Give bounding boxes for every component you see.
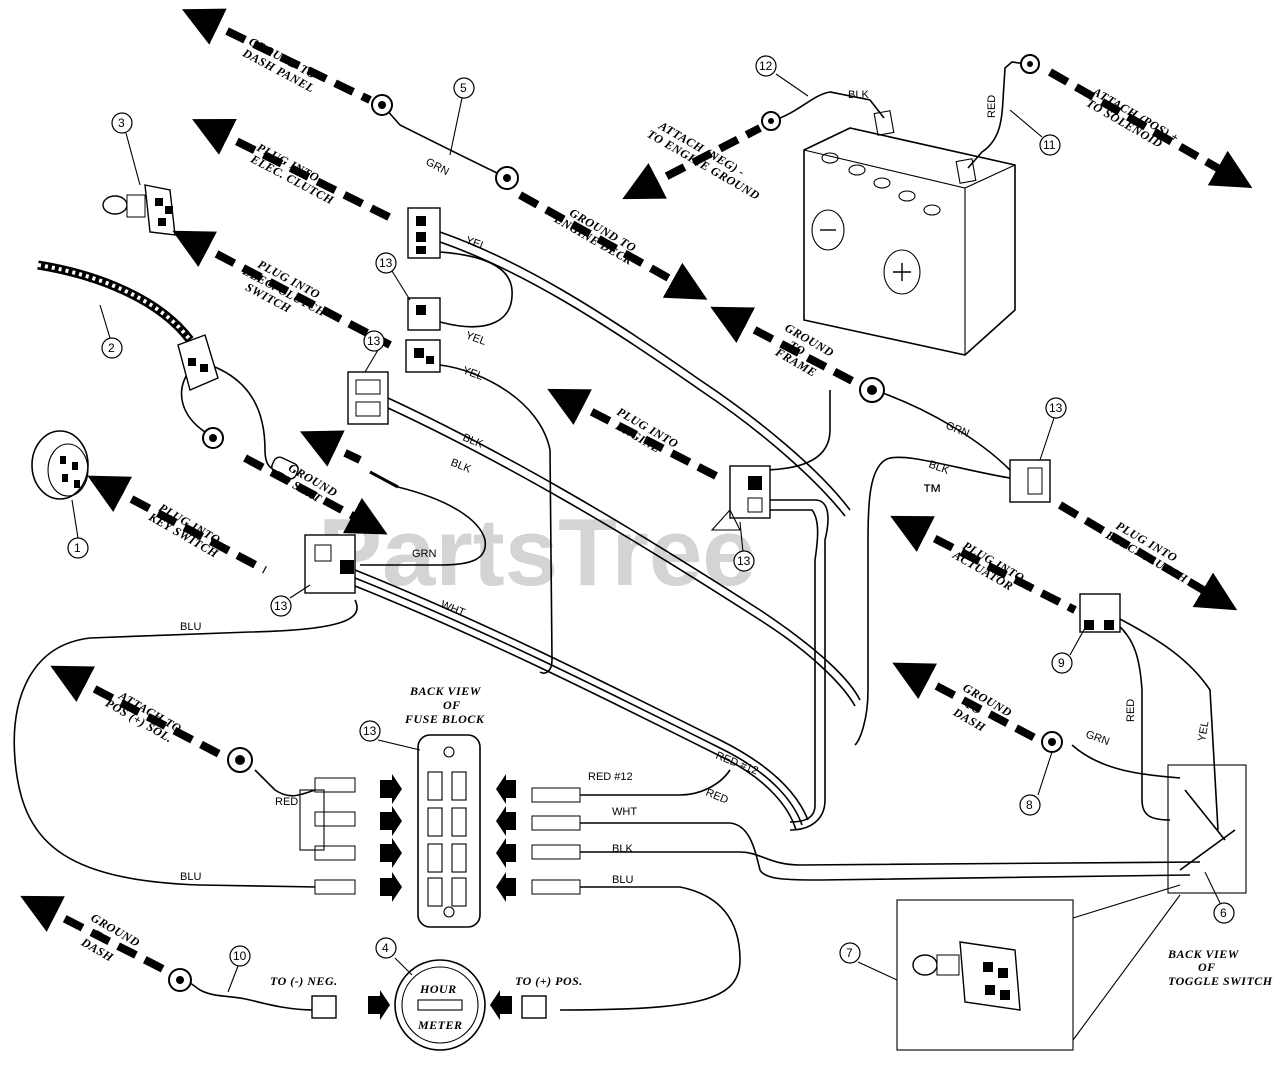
callout-label: 7 — [846, 946, 853, 960]
wire-label-red12: RED #12 — [714, 750, 760, 778]
toggle-switch-top — [102, 184, 176, 236]
wire-label-red12: RED #12 — [588, 771, 633, 783]
callout-label: 13 — [363, 724, 377, 738]
hour-meter-label-1: HOUR — [419, 982, 457, 996]
callout-13 — [375, 252, 397, 274]
hour-meter — [311, 959, 547, 1051]
toggle-detail — [896, 884, 1181, 1051]
wire-label-blk: BLK — [848, 89, 869, 101]
callouts: 1 2 3 4 5 6 7 8 9 10 11 12 — [67, 55, 1235, 993]
clutch-switch — [37, 260, 219, 391]
callout-label: 4 — [382, 941, 389, 955]
callout-3 — [111, 112, 133, 134]
callout-label: 13 — [274, 599, 288, 613]
callout-label: 8 — [1026, 798, 1033, 812]
wire-label-yel: YEL — [1196, 720, 1211, 743]
watermark-text: PartsTree — [318, 499, 756, 606]
wire-label-blu: BLU — [180, 621, 201, 633]
wire-label-grn: GRN — [1084, 729, 1111, 749]
wires — [13, 61, 1219, 1011]
callout-7 — [839, 942, 861, 964]
wire-label-yel: YEL — [464, 235, 488, 253]
wire-label-blk: BLK — [449, 457, 473, 476]
wire-label-grn: GRN — [412, 548, 437, 560]
fuse-caption-1: BACK VIEW — [409, 684, 482, 698]
toggle-caption-2: OF — [1198, 960, 1216, 974]
to-neg-label: TO (-) NEG. — [270, 974, 338, 988]
callout-label: 13 — [367, 334, 381, 348]
wire-label-red: RED — [704, 787, 730, 807]
wire-label-red: RED — [275, 796, 298, 808]
callout-label: 13 — [1049, 401, 1063, 415]
toggle-back-view — [1167, 764, 1247, 894]
callout-4 — [375, 937, 397, 959]
wire-label-grn: GRN — [424, 156, 451, 178]
watermark-tm: ™ — [922, 481, 942, 503]
callout-13 — [733, 550, 755, 572]
callout-13 — [359, 720, 381, 742]
connectors — [168, 54, 1121, 992]
callout-label: 5 — [460, 81, 467, 95]
callout-13 — [363, 330, 385, 352]
fuse-terminals-left — [299, 777, 356, 895]
callout-label: 11 — [1043, 138, 1056, 152]
battery — [803, 110, 1016, 356]
callout-8 — [1019, 794, 1041, 816]
callout-label: 3 — [118, 116, 125, 130]
callout-9 — [1051, 652, 1073, 674]
wire-label-blu: BLU — [612, 874, 633, 886]
wire-label-wht: WHT — [612, 806, 637, 818]
callout-label: 2 — [108, 341, 115, 355]
callout-5 — [453, 77, 475, 99]
callout-2 — [101, 337, 123, 359]
toggle-caption-1: BACK VIEW — [1167, 947, 1240, 961]
battery-plus-icon — [883, 249, 921, 295]
wire-label-blk: BLK — [612, 843, 633, 855]
fuse-arrows — [380, 774, 516, 902]
callout-1 — [67, 537, 89, 559]
callout-12 — [755, 55, 777, 77]
wire-label-blk: BLK — [461, 432, 485, 451]
fuse-terminals-right — [531, 787, 581, 895]
fuse-block — [417, 734, 481, 928]
wire-label-red: RED — [1125, 699, 1137, 722]
callout-label: 12 — [759, 59, 773, 73]
callout-label: 1 — [74, 541, 81, 555]
callout-13 — [1045, 397, 1067, 419]
callout-label: 6 — [1220, 906, 1227, 920]
callout-label: 9 — [1058, 656, 1065, 670]
wire-label-red: RED — [986, 95, 998, 118]
wire-label-yel: YEL — [464, 330, 488, 348]
direction-arrows — [20, 8, 1253, 974]
callout-6 — [1213, 902, 1235, 924]
battery-minus-icon — [811, 209, 845, 251]
toggle-caption-3: TOGGLE SWITCH — [1168, 974, 1273, 988]
callout-10 — [229, 945, 251, 967]
to-pos-label: TO (+) POS. — [515, 974, 583, 988]
wire-label-grn: GRN — [944, 420, 971, 440]
wire-label-blu: BLU — [180, 871, 201, 883]
fuse-caption-2: OF — [443, 698, 461, 712]
callout-label: 13 — [737, 554, 751, 568]
callout-13 — [270, 595, 292, 617]
wire-label-yel: YEL — [461, 365, 485, 383]
callout-label: 10 — [233, 949, 247, 963]
callout-label: 13 — [379, 256, 393, 270]
wire-label-blk: BLK — [927, 459, 951, 478]
hour-meter-label-2: METER — [417, 1018, 463, 1032]
fuse-caption-3: FUSE BLOCK — [404, 712, 485, 726]
key-switch — [31, 430, 89, 500]
callout-11 — [1039, 134, 1061, 156]
